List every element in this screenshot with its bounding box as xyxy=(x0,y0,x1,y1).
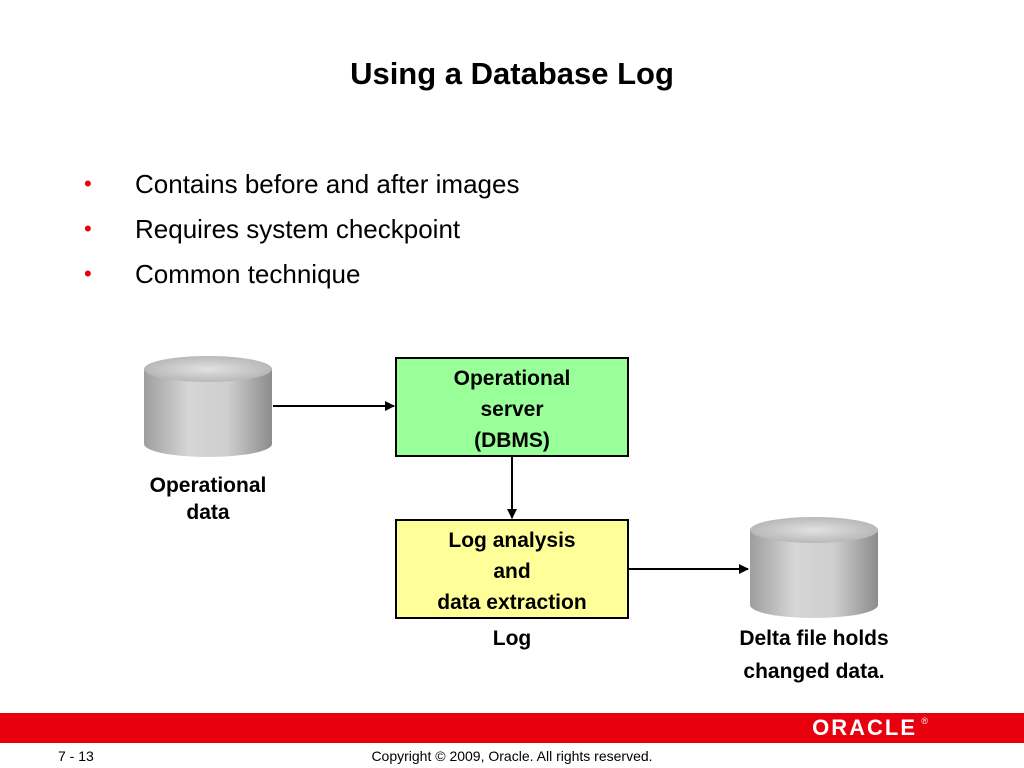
server-box-label-line3: (DBMS) xyxy=(474,429,550,452)
log-label: Log xyxy=(493,627,531,650)
log-box-label-line2: and xyxy=(493,560,530,583)
log-box-label-line1: Log analysis xyxy=(448,529,575,552)
operational-server-box xyxy=(395,357,629,457)
bullet-text: Requires system checkpoint xyxy=(135,214,461,244)
operational-data-database-icon xyxy=(144,356,272,457)
server-box-label-line2: server xyxy=(480,398,543,421)
page-number: 7 - 13 xyxy=(58,748,94,764)
server-box-label-line1: Operational xyxy=(454,367,571,390)
log-analysis-box xyxy=(395,519,629,619)
oracle-logo: ORACLE xyxy=(812,715,917,740)
operational-data-label-line1: Operational xyxy=(150,474,267,497)
footer-bar xyxy=(0,713,1024,743)
registered-mark-icon: ® xyxy=(921,716,928,726)
log-box-label-line3: data extraction xyxy=(437,591,586,614)
bullet-text: Common technique xyxy=(135,259,361,289)
slide-title: Using a Database Log xyxy=(350,56,674,91)
delta-file-label-line1: Delta file holds xyxy=(739,627,888,650)
delta-file-label-line2: changed data. xyxy=(743,660,884,683)
bullet-dot-icon: • xyxy=(84,171,92,196)
bullet-dot-icon: • xyxy=(84,261,92,286)
bullet-text: Contains before and after images xyxy=(135,169,520,199)
operational-data-label-line2: data xyxy=(186,501,230,524)
copyright-text: Copyright © 2009, Oracle. All rights res… xyxy=(371,748,653,764)
delta-file-database-icon xyxy=(750,517,878,618)
bullet-dot-icon: • xyxy=(84,216,92,241)
